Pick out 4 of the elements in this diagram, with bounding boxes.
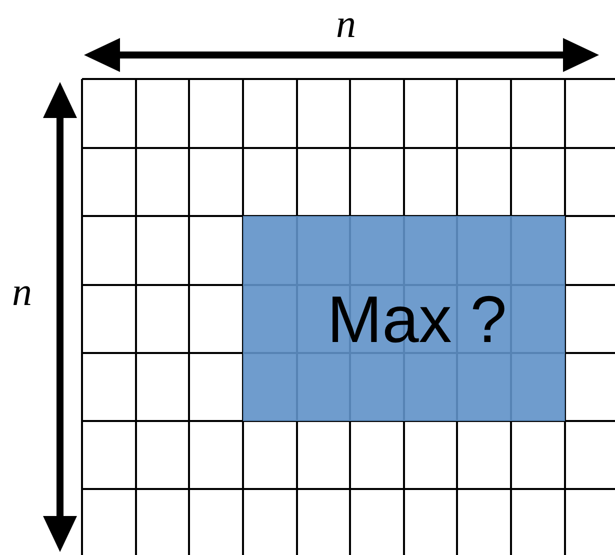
highlighted-region [243, 216, 565, 421]
region-label: Max ? [327, 280, 507, 356]
dimension-label: n [336, 4, 356, 44]
dimension-label: n [12, 272, 32, 312]
